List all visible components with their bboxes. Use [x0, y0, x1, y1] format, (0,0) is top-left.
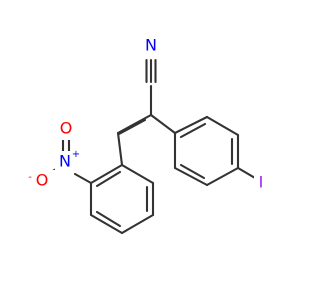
nitrophenyl-ring-bond	[120, 163, 155, 185]
alkene-double-bond-outer	[116, 113, 153, 135]
iodophenyl-to-iodine-bond	[236, 166, 257, 180]
nitrophenyl-inner-double-bond	[95, 170, 122, 188]
iodine-label: I	[259, 173, 264, 192]
iodophenyl-ring-bond	[205, 115, 240, 137]
alkene-to-iodophenyl-bond	[149, 113, 177, 135]
iodine-label-background	[254, 172, 268, 194]
nitrophenyl-to-nitro-bond	[73, 172, 93, 185]
nitrophenyl-ring-bond	[89, 163, 124, 185]
nitro-nitrogen-label: N	[59, 152, 71, 171]
iodophenyl-inner-double-bond	[179, 163, 206, 180]
nitro-nitrogen-positive-charge: +	[72, 149, 80, 160]
nitrophenyl-inner-double-bond	[95, 210, 122, 228]
molecule-structure: N I N + O O -	[28, 35, 268, 235]
nitro-oxygen-negative-charge: -	[28, 172, 32, 183]
nitrile-nitrogen-label: N	[145, 36, 157, 55]
nitrophenyl-ring-bond	[89, 213, 124, 235]
nitro-n-label-background	[55, 151, 77, 173]
iodophenyl-inner-double-bond	[179, 122, 207, 139]
bond-layer	[45, 58, 257, 235]
nitro-o-double-label-background	[56, 118, 76, 140]
nitro-o-single-label-background	[30, 170, 56, 192]
nitro-double-bonded-oxygen-label: O	[60, 119, 73, 138]
atom-label-layer: N I N + O O -	[28, 35, 268, 194]
iodophenyl-ring-bond	[173, 166, 209, 187]
nitrophenyl-ring-bond	[120, 213, 155, 235]
nitrile-n-label-background	[141, 35, 161, 57]
iodophenyl-ring-bond	[173, 115, 209, 135]
nitro-single-bonded-oxygen-label: O	[36, 171, 49, 190]
alkene-to-nitrophenyl-bond	[116, 131, 124, 167]
alkene-double-bond-inner	[117, 118, 147, 136]
iodophenyl-ring-bond	[205, 166, 240, 187]
